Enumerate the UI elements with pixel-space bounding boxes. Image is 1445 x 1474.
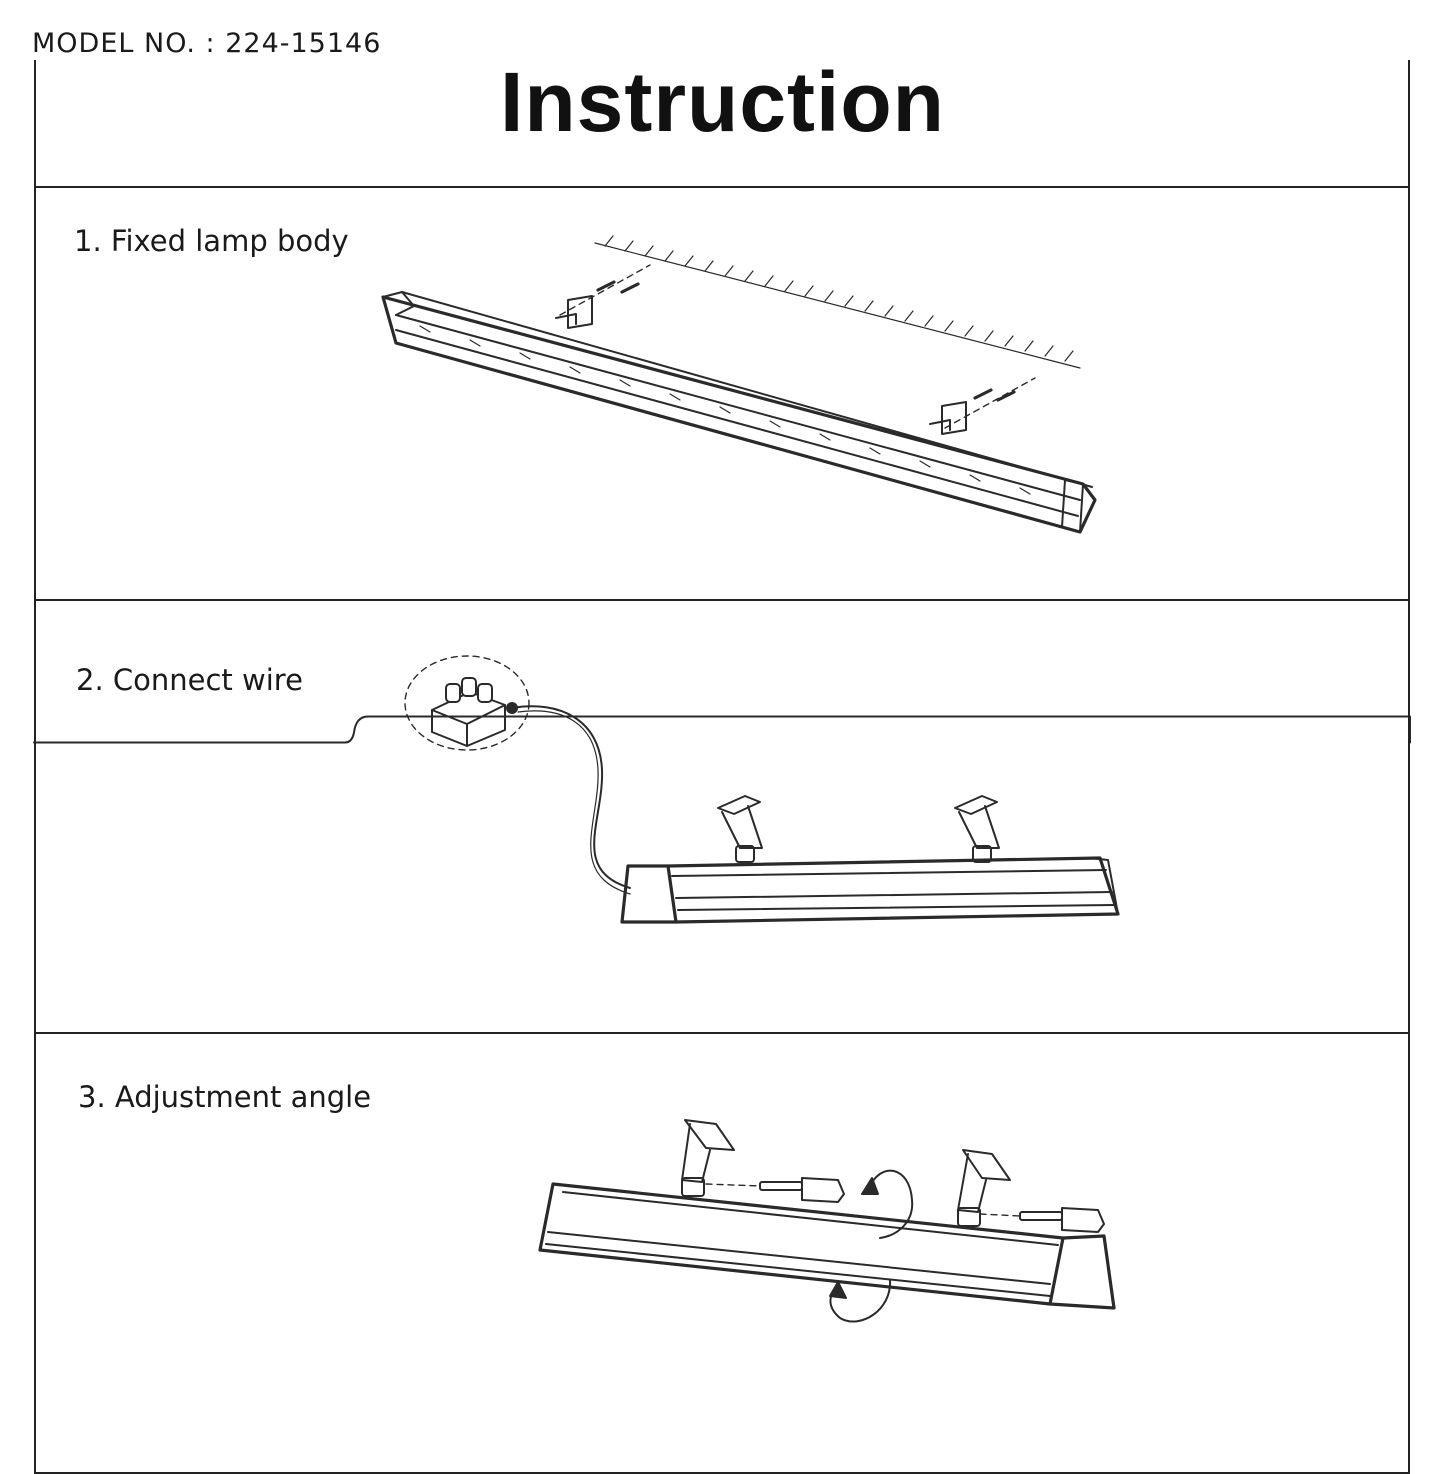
step-2-label: 2. Connect wire: [76, 663, 303, 697]
page-title: Instruction: [500, 55, 945, 149]
step-divider: [34, 599, 1410, 601]
step-1-label: 1. Fixed lamp body: [74, 224, 349, 258]
model-number: MODEL NO. : 224-15146: [32, 28, 382, 59]
header-divider: [34, 186, 1410, 188]
step-3-label: 3. Adjustment angle: [78, 1080, 372, 1114]
step-divider: [34, 1032, 1410, 1034]
